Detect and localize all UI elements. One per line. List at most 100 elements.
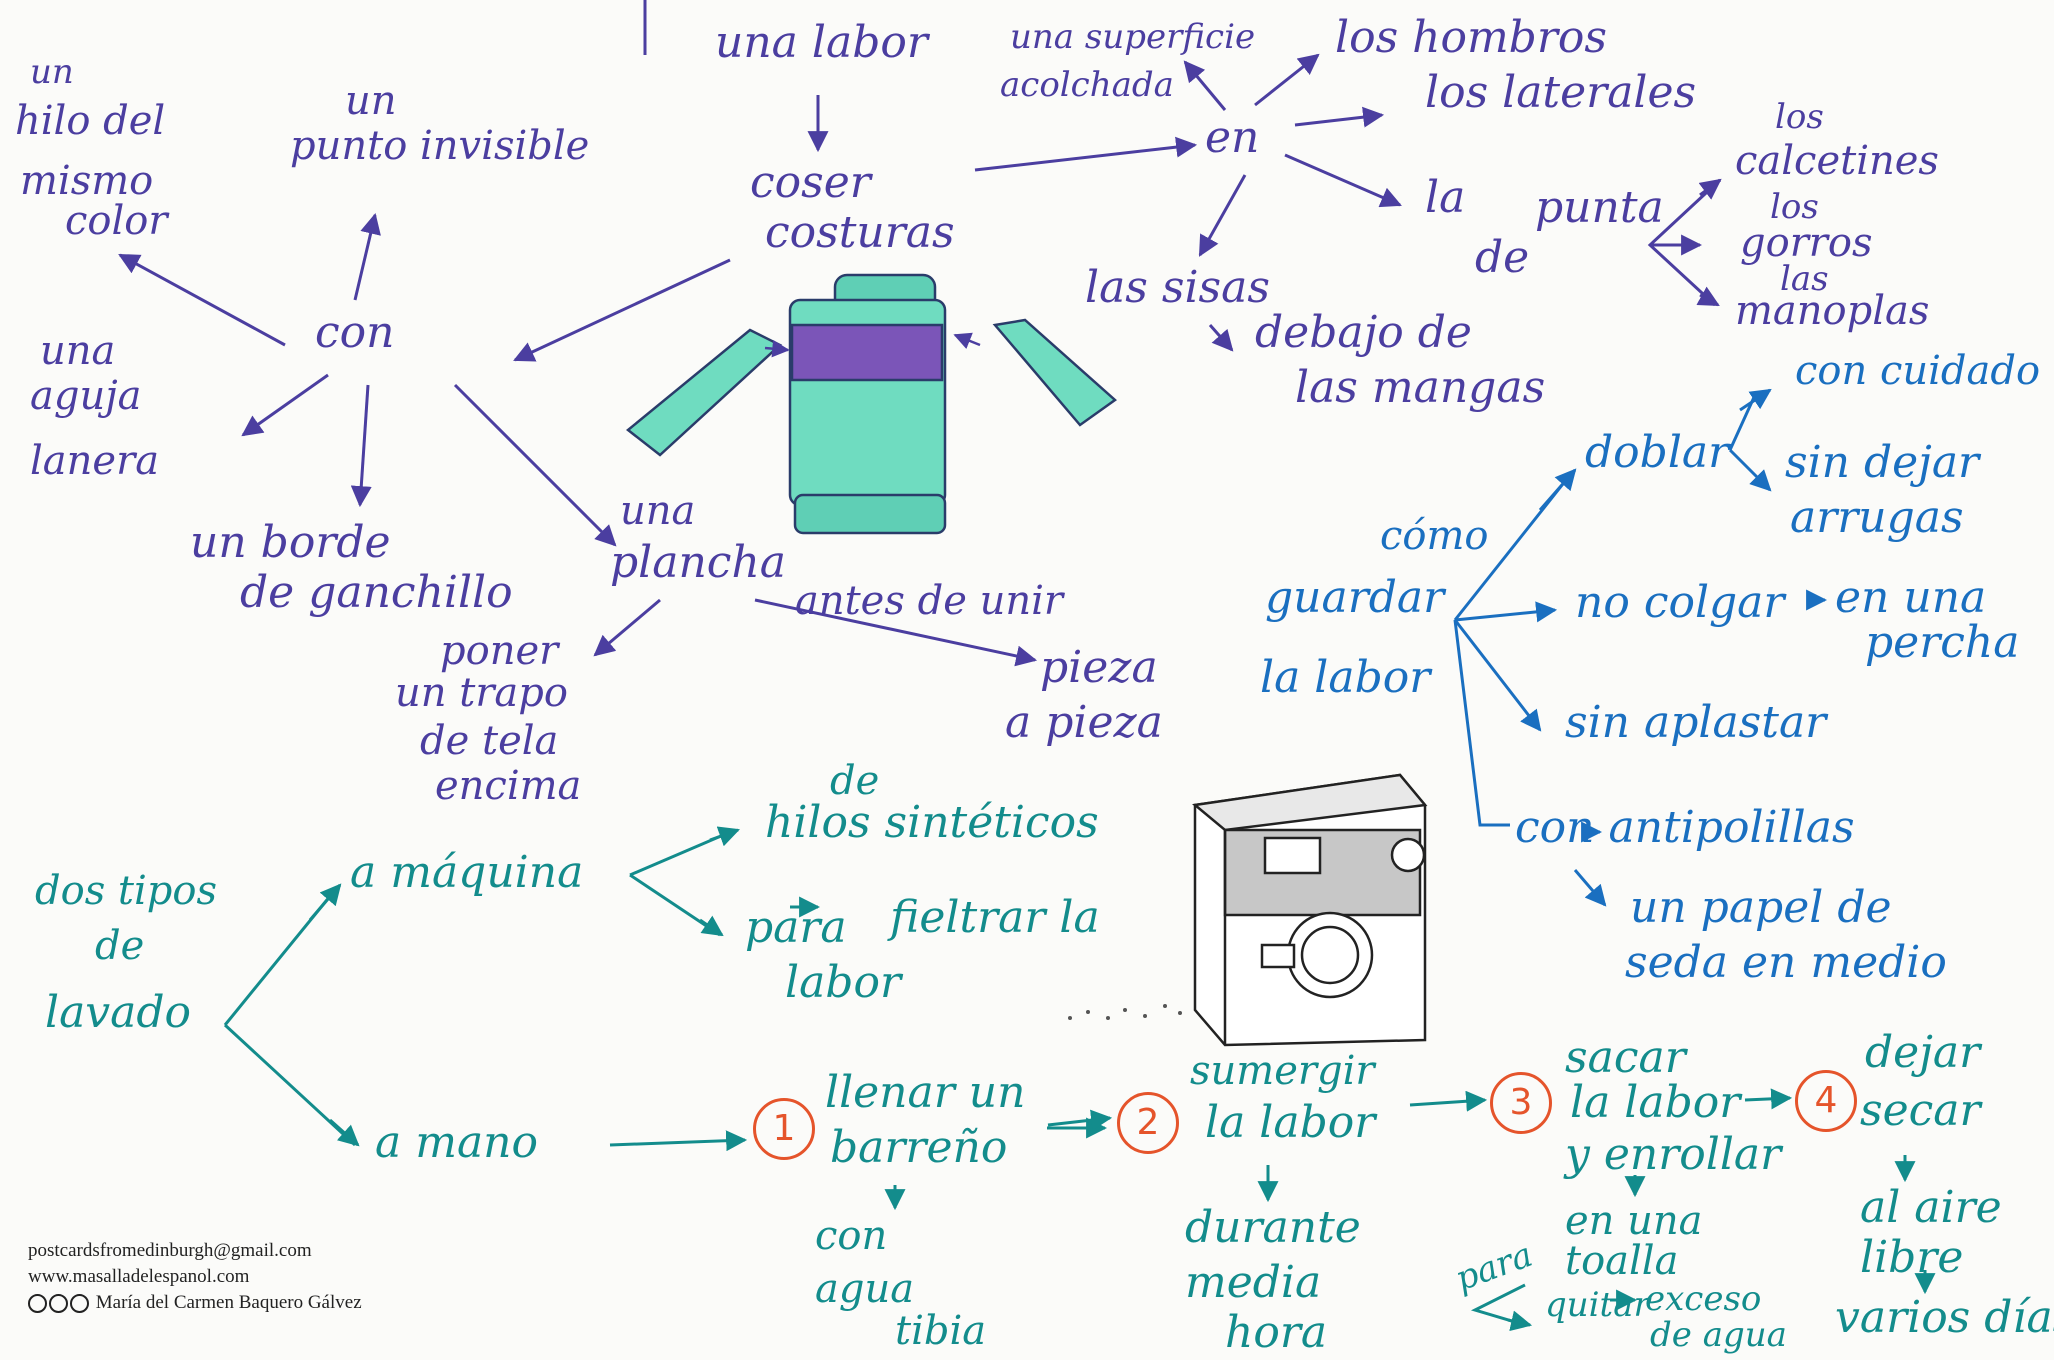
tipos-de-label: de (95, 923, 145, 969)
seda-label: seda en medio (1625, 937, 1947, 988)
sweater-right-sleeve (992, 318, 1118, 427)
a-pieza-label: a pieza (1005, 697, 1163, 748)
encima-label: encima (435, 763, 582, 809)
debajo-label: debajo de (1255, 307, 1472, 358)
sweater-drawing (625, 273, 1118, 535)
trapo-label: un trapo (395, 670, 568, 716)
una-labor-label: una labor (715, 17, 928, 68)
toalla-en-una-label: en una (1565, 1198, 1703, 1244)
agua-label: agua (815, 1266, 915, 1312)
papel-label: un papel de (1630, 882, 1892, 933)
durante-label: durante (1185, 1202, 1361, 1253)
sacar-label: sacar (1565, 1032, 1686, 1083)
step-1-badge: 1 (753, 1098, 815, 1160)
tela-label: de tela (420, 718, 559, 764)
arrugas-label: arrugas (1790, 492, 1964, 543)
credit-author-row: María del Carmen Baquero Gálvez (28, 1292, 362, 1314)
gorros-los-label: los (1770, 187, 1819, 227)
calcetines-los-label: los (1775, 97, 1824, 137)
toalla-label: toalla (1565, 1238, 1679, 1284)
en-una-label: en una (1835, 572, 1987, 623)
fieltrar-label: fieltrar la (890, 892, 1100, 943)
storing-arrows (1453, 388, 1828, 907)
ganchillo-label: de ganchillo (240, 567, 513, 618)
quitar-label: quitar (1545, 1285, 1650, 1325)
aguja-label: aguja (30, 373, 142, 419)
sweater-stripe (790, 323, 944, 382)
sin-dejar-label: sin dejar (1785, 437, 1980, 488)
agua-con-label: con (815, 1213, 888, 1259)
manoplas-las-label: las (1780, 259, 1829, 299)
barreno-label: barreño (830, 1122, 1008, 1173)
secar-label: secar (1860, 1085, 1981, 1136)
sinteticos-de-label: de (830, 758, 880, 804)
libre-label: libre (1860, 1232, 1964, 1283)
varios-dias-label: varios días (1835, 1292, 2054, 1343)
de-label: de (1475, 232, 1530, 283)
punto-un-label: un (345, 78, 397, 124)
a-maquina-label: a máquina (350, 847, 584, 898)
enrollar-label: y enrollar (1565, 1129, 1782, 1180)
sacar-labor-label: la labor (1570, 1077, 1741, 1128)
cc-license-icon (28, 1294, 47, 1314)
punta-label: punta (1535, 182, 1664, 233)
la-labor-label: la labor (1260, 652, 1431, 703)
gorros-label: gorros (1740, 220, 1873, 266)
hilo-label: hilo del (15, 98, 166, 144)
poner-label: poner (440, 628, 559, 674)
en-label: en (1205, 112, 1260, 163)
sin-aplastar-label: sin aplastar (1565, 697, 1827, 748)
washing-machine-panel (1223, 828, 1422, 917)
como-label: cómo (1380, 513, 1489, 559)
al-aire-label: al aire (1860, 1182, 2002, 1233)
plancha-label: plancha (610, 537, 787, 588)
washing-arrows (223, 826, 1936, 1332)
exceso-label: exceso (1645, 1279, 1762, 1319)
coser-label: coser (750, 157, 871, 208)
doblar-label: doblar (1585, 427, 1730, 478)
calcetines-label: calcetines (1735, 138, 1939, 184)
sumergir-labor-label: la labor (1205, 1097, 1376, 1148)
mismo-label: mismo (20, 158, 154, 204)
percha-label: percha (1865, 617, 2020, 668)
sewing-arrows (118, 0, 1722, 667)
acolchada-label: acolchada (1000, 65, 1174, 105)
fieltrar-labor-label: labor (785, 957, 901, 1008)
hora-label: hora (1225, 1307, 1328, 1358)
step-4-badge: 4 (1795, 1070, 1857, 1132)
step-3-badge: 3 (1490, 1072, 1552, 1134)
borde-label: un borde (190, 517, 391, 568)
con-cuidado-label: con cuidado (1795, 348, 2041, 394)
de-agua-label: de agua (1650, 1315, 1787, 1355)
washing-machine-drawing (1068, 773, 1428, 1047)
sisas-label: las sisas (1085, 262, 1270, 313)
aguja-una-label: una (40, 328, 116, 374)
washing-machine-dial (1390, 837, 1426, 873)
sweater-left-sleeve (625, 328, 783, 457)
para-label: para (745, 902, 847, 953)
a-mano-label: a mano (375, 1117, 539, 1168)
dejar-label: dejar (1865, 1027, 1981, 1078)
la-label: la (1425, 172, 1466, 223)
hombros-label: los hombros (1335, 12, 1607, 63)
nc-license-icon (70, 1294, 89, 1314)
llenar-label: llenar un (825, 1067, 1026, 1118)
sinteticos-label: hilos sintéticos (765, 797, 1099, 848)
media-label: media (1185, 1257, 1322, 1308)
hilo-un-label: un (30, 52, 74, 92)
antipolillas-label: con antipolillas (1515, 802, 1855, 853)
punto-invisible-label: punto invisible (290, 123, 590, 169)
lanera-label: lanera (30, 438, 160, 484)
dos-tipos-label: dos tipos (35, 868, 218, 914)
color-label: color (65, 198, 168, 244)
plancha-una-label: una (620, 488, 696, 534)
credit-website: www.masalladelespanol.com (28, 1266, 250, 1287)
antes-de-unir-label: antes de unir (795, 578, 1064, 624)
no-colgar-label: no colgar (1575, 577, 1785, 628)
superficie-label: una superficie (1010, 17, 1256, 57)
sumergir-label: sumergir (1190, 1048, 1375, 1094)
credit-author: María del Carmen Baquero Gálvez (95, 1292, 362, 1313)
credit-email: postcardsfromedinburgh@gmail.com (28, 1240, 312, 1261)
mangas-label: las mangas (1295, 362, 1546, 413)
